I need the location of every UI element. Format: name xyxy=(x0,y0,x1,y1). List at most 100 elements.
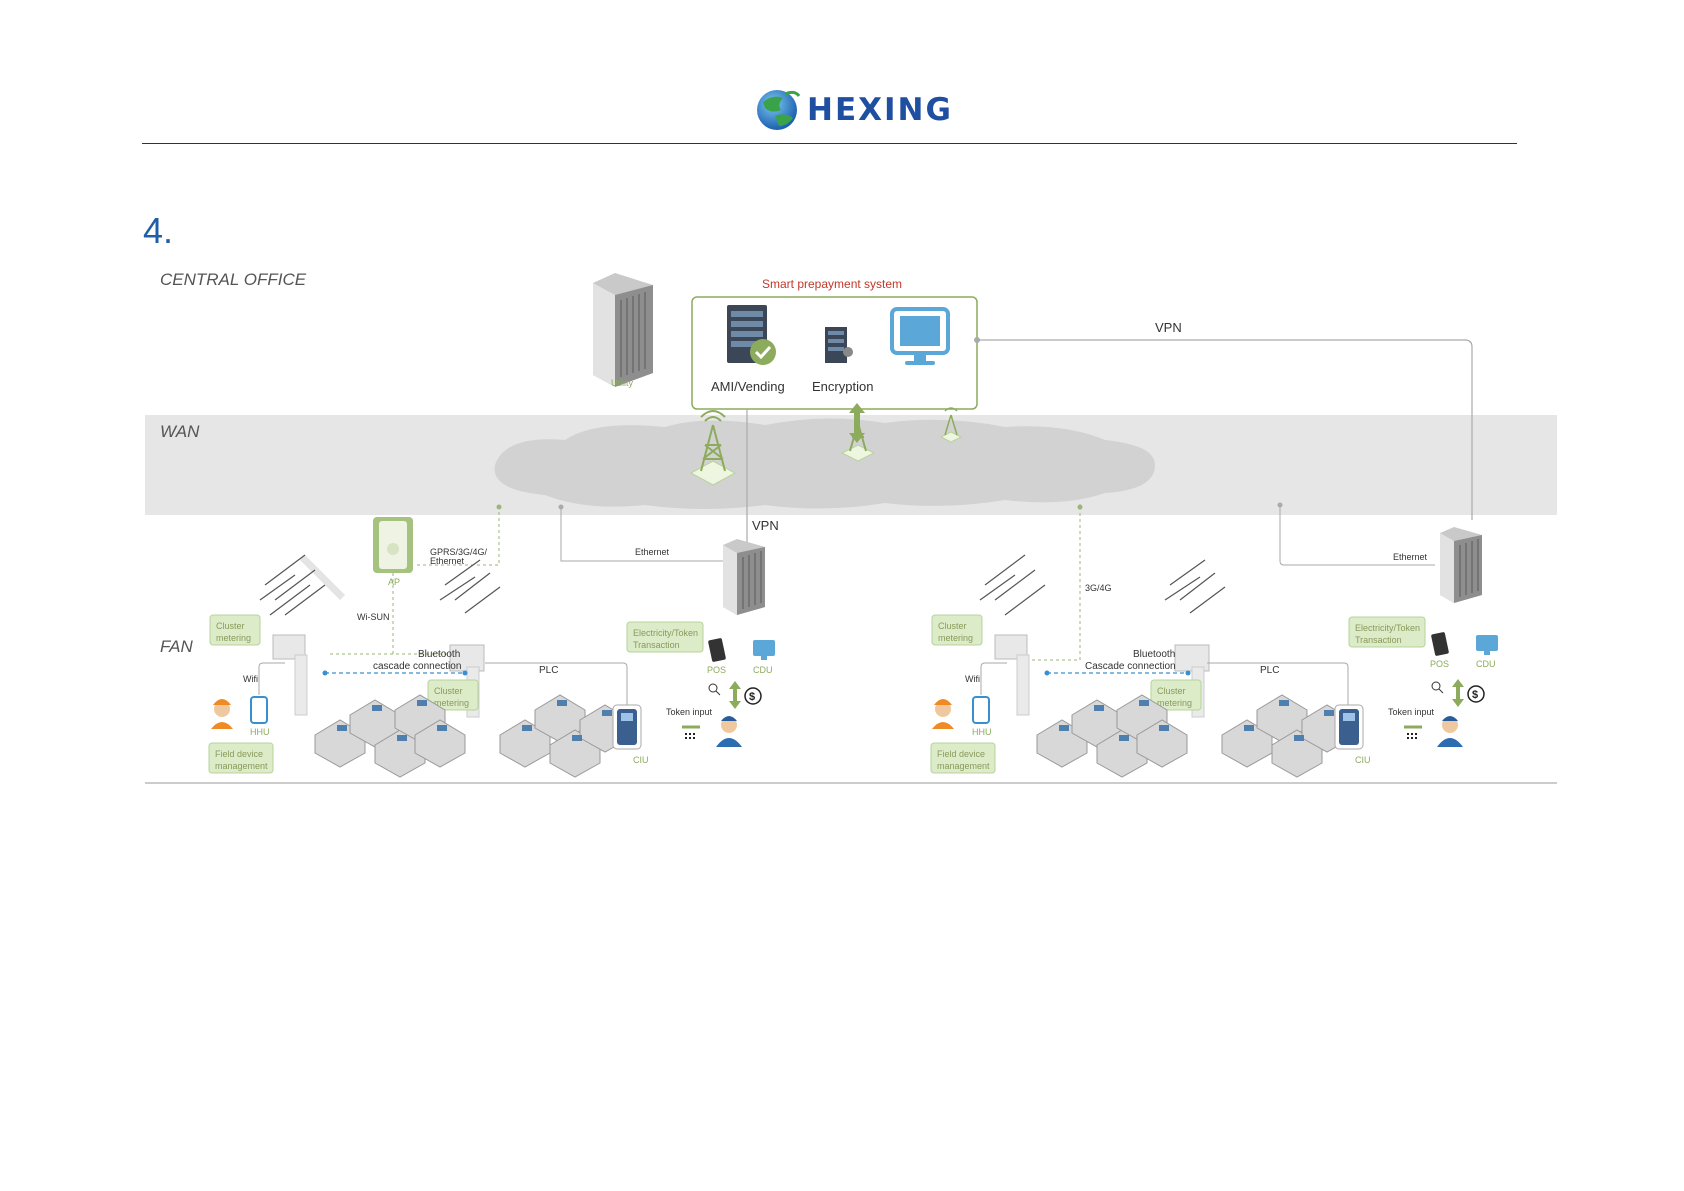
ethernet-label-right: Ethernet xyxy=(1393,552,1428,562)
utility-label: Utility xyxy=(611,378,633,388)
ethernet-label-left: Ethernet xyxy=(635,547,670,557)
search-icon xyxy=(1431,681,1444,694)
houses-cluster-icon xyxy=(314,694,466,778)
ap-label: AP xyxy=(388,577,400,587)
wifi-line xyxy=(258,662,285,695)
cdu-monitor-icon xyxy=(1476,635,1498,655)
server-check-icon xyxy=(727,305,776,365)
dollar-exchange-icon: $ xyxy=(729,681,762,709)
ethernet-line-right xyxy=(1279,505,1435,566)
svg-text:Electricity/Token: Electricity/Token xyxy=(633,628,698,638)
bluetooth-label: Bluetooth xyxy=(418,649,460,660)
ciu-label: CIU xyxy=(633,755,649,765)
prepayment-system-title: Smart prepayment system xyxy=(762,277,902,291)
gprs-link-line xyxy=(417,507,500,566)
ciu-device-icon xyxy=(612,704,642,750)
houses-cluster-icon xyxy=(499,694,631,778)
dollar-exchange-icon: $ xyxy=(1452,679,1485,707)
encryption-server-icon xyxy=(825,327,853,363)
vpn-mid-label: VPN xyxy=(752,518,779,533)
field-device-tag: Field device management xyxy=(208,742,274,774)
svg-text:metering: metering xyxy=(938,633,973,643)
zone-label-central: CENTRAL OFFICE xyxy=(160,270,307,289)
transaction-tag: Electricity/Token Transaction xyxy=(1348,616,1426,648)
brand-name: HEXING xyxy=(807,92,953,128)
vpn-top-label: VPN xyxy=(1155,320,1182,335)
globe-icon xyxy=(757,90,801,130)
svg-text:Field device: Field device xyxy=(215,749,263,759)
houses-cluster-icon xyxy=(1036,694,1188,778)
svg-text:Cluster: Cluster xyxy=(1157,686,1186,696)
svg-text:Field device: Field device xyxy=(937,749,985,759)
token-input-label: Token input xyxy=(1388,707,1435,717)
utility-building-icon xyxy=(593,273,653,387)
cloud-shape xyxy=(494,418,1155,509)
hhu-handheld-icon xyxy=(250,696,268,724)
plc-label: PLC xyxy=(1260,665,1279,676)
bluetooth-label: Bluetooth xyxy=(1133,649,1175,660)
wisun-label: Wi-SUN xyxy=(357,612,390,622)
svg-text:Transaction: Transaction xyxy=(633,640,680,650)
ethernet-line-left xyxy=(560,507,723,562)
tower-icon xyxy=(689,410,737,486)
building-icon xyxy=(1440,527,1482,603)
wifi-line xyxy=(980,662,1007,695)
network-architecture-diagram: CENTRAL OFFICE WAN FAN Utility Smart pre… xyxy=(145,270,1557,784)
customer-person-icon xyxy=(716,716,742,747)
wifi-label: Wifi xyxy=(965,674,980,684)
hexing-logo: HEXING xyxy=(755,88,951,132)
pos-terminal-icon xyxy=(1431,632,1449,656)
pos-label: POS xyxy=(707,665,726,675)
customer-person-icon xyxy=(1437,716,1463,747)
zone-label-fan: FAN xyxy=(160,637,193,656)
field-worker-icon xyxy=(932,699,954,729)
ciu-label: CIU xyxy=(1355,755,1371,765)
hhu-label: HHU xyxy=(250,727,270,737)
houses-cluster-icon xyxy=(1221,694,1353,778)
vpn-top-line xyxy=(977,339,1473,520)
keypad-icon xyxy=(682,725,700,739)
monitor-icon xyxy=(890,307,950,365)
cdu-label: CDU xyxy=(753,665,773,675)
power-pole-icon xyxy=(979,554,1046,716)
svg-text:$: $ xyxy=(749,691,755,703)
token-input-label: Token input xyxy=(666,707,713,717)
svg-text:metering: metering xyxy=(216,633,251,643)
ciu-device-icon xyxy=(1334,704,1364,750)
cluster-metering-tag: Cluster metering xyxy=(931,614,983,646)
plc-line xyxy=(1207,662,1349,705)
svg-text:metering: metering xyxy=(434,698,469,708)
svg-text:management: management xyxy=(937,761,990,771)
cdu-label: CDU xyxy=(1476,659,1496,669)
cluster-metering-tag: Cluster metering xyxy=(1150,679,1202,711)
search-icon xyxy=(708,683,721,696)
ap-link-label-2: Ethernet xyxy=(430,556,465,566)
access-point-icon xyxy=(373,517,413,573)
pos-label: POS xyxy=(1430,659,1449,669)
cdu-monitor-icon xyxy=(753,640,775,660)
building-icon xyxy=(723,539,765,615)
plc-label: PLC xyxy=(539,665,558,676)
zone-label-wan: WAN xyxy=(160,422,200,441)
svg-text:Cluster: Cluster xyxy=(434,686,463,696)
power-pole-icon xyxy=(259,554,345,716)
cascade-label: cascade connection xyxy=(373,661,461,672)
field-device-tag: Field device management xyxy=(930,742,996,774)
ap-link-label: GPRS/3G/4G/ xyxy=(430,547,488,557)
pos-terminal-icon xyxy=(708,638,726,662)
svg-text:management: management xyxy=(215,761,268,771)
tower-icon xyxy=(939,407,963,443)
svg-text:Transaction: Transaction xyxy=(1355,635,1402,645)
svg-text:Cluster: Cluster xyxy=(938,621,967,631)
svg-text:$: $ xyxy=(1472,689,1478,701)
hhu-handheld-icon xyxy=(972,696,990,724)
transaction-tag: Electricity/Token Transaction xyxy=(626,621,704,653)
cluster-metering-tag: Cluster metering xyxy=(209,614,261,646)
section-number: 4. xyxy=(143,210,174,251)
svg-text:Electricity/Token: Electricity/Token xyxy=(1355,623,1420,633)
cluster-metering-tag: Cluster metering xyxy=(427,679,479,711)
field-worker-icon xyxy=(211,699,233,729)
3g4g-label: 3G/4G xyxy=(1085,583,1112,593)
wifi-label: Wifi xyxy=(243,674,258,684)
svg-text:metering: metering xyxy=(1157,698,1192,708)
